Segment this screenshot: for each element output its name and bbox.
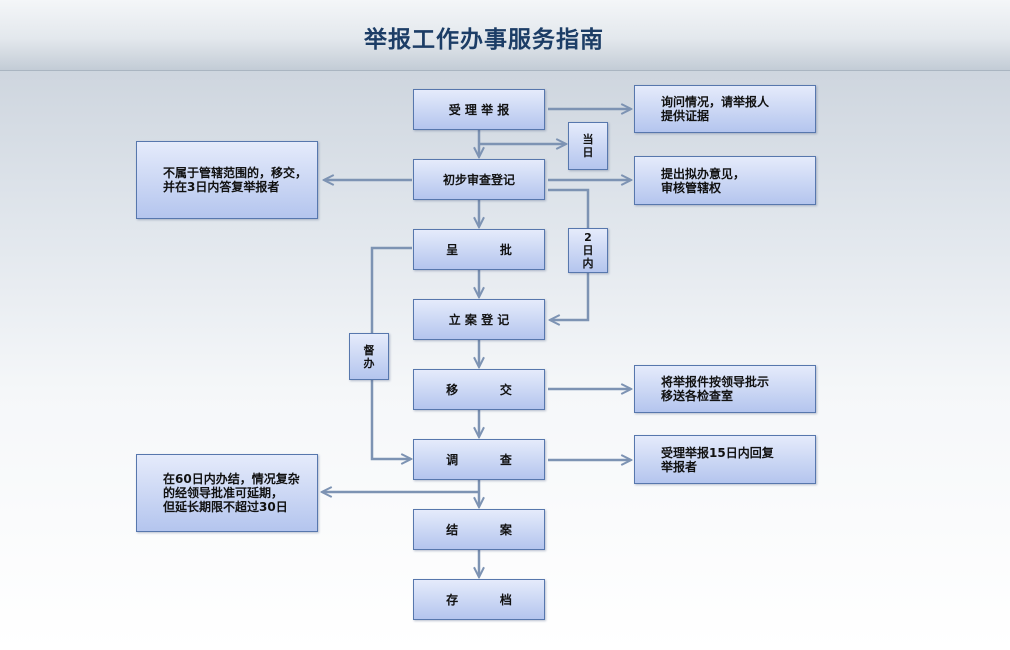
line-two-days-top: [548, 188, 590, 228]
note-text: 提出拟办意见， 审核管辖权: [661, 166, 746, 195]
arrow-two-days: [551, 272, 590, 320]
step-investigate: 调 查: [413, 439, 545, 480]
step-submit-approval: 呈 批: [413, 229, 545, 270]
label-two-days: 2 日 内: [568, 228, 608, 273]
label-text: 当 日: [582, 133, 594, 159]
step-label: 初步审查登记: [442, 173, 515, 187]
step-label: 呈 批: [446, 243, 512, 257]
note-out-of-scope: 不属于管辖范围的，移交， 并在3日内答复举报者: [136, 141, 318, 219]
step-transfer: 移 交: [413, 369, 545, 410]
note-text: 不属于管辖范围的，移交， 并在3日内答复举报者: [163, 166, 308, 194]
step-archive: 存 档: [413, 579, 545, 620]
note-transfer-approval: 将举报件按领导批示 移送各检查室: [634, 365, 816, 413]
step-label: 存 档: [446, 593, 512, 607]
note-text: 将举报件按领导批示 移送各检查室: [661, 375, 770, 403]
arrow-supervise: [370, 380, 410, 459]
step-initial-review: 初步审查登记: [413, 159, 545, 200]
label-supervise: 督 办: [349, 333, 389, 380]
note-propose: 提出拟办意见， 审核管辖权: [634, 156, 816, 205]
line-supervise-top: [370, 246, 412, 333]
step-label: 调 查: [446, 453, 512, 467]
header-banner: 举报工作办事服务指南: [0, 0, 1010, 71]
step-label: 受 理 举 报: [448, 103, 510, 117]
step-label: 移 交: [446, 383, 512, 397]
step-label: 结 案: [446, 523, 512, 537]
step-label: 立 案 登 记: [448, 313, 510, 327]
step-close-case: 结 案: [413, 509, 545, 550]
label-text: 2 日 内: [582, 231, 594, 270]
note-text: 在60日内办结，情况复杂 的经领导批准可延期， 但延长期限不超过30日: [163, 472, 300, 514]
note-text: 受理举报15日内回复 举报者: [661, 445, 774, 474]
page-title: 举报工作办事服务指南: [364, 27, 604, 53]
note-reply-15: 受理举报15日内回复 举报者: [634, 435, 816, 484]
label-same-day: 当 日: [568, 122, 608, 170]
step-accept-report: 受 理 举 报: [413, 89, 545, 130]
note-text: 询问情况，请举报人 提供证据: [661, 95, 770, 123]
label-text: 督 办: [363, 343, 375, 370]
note-deadline-60: 在60日内办结，情况复杂 的经领导批准可延期， 但延长期限不超过30日: [136, 454, 318, 532]
note-inquire: 询问情况，请举报人 提供证据: [634, 85, 816, 133]
step-case-register: 立 案 登 记: [413, 299, 545, 340]
